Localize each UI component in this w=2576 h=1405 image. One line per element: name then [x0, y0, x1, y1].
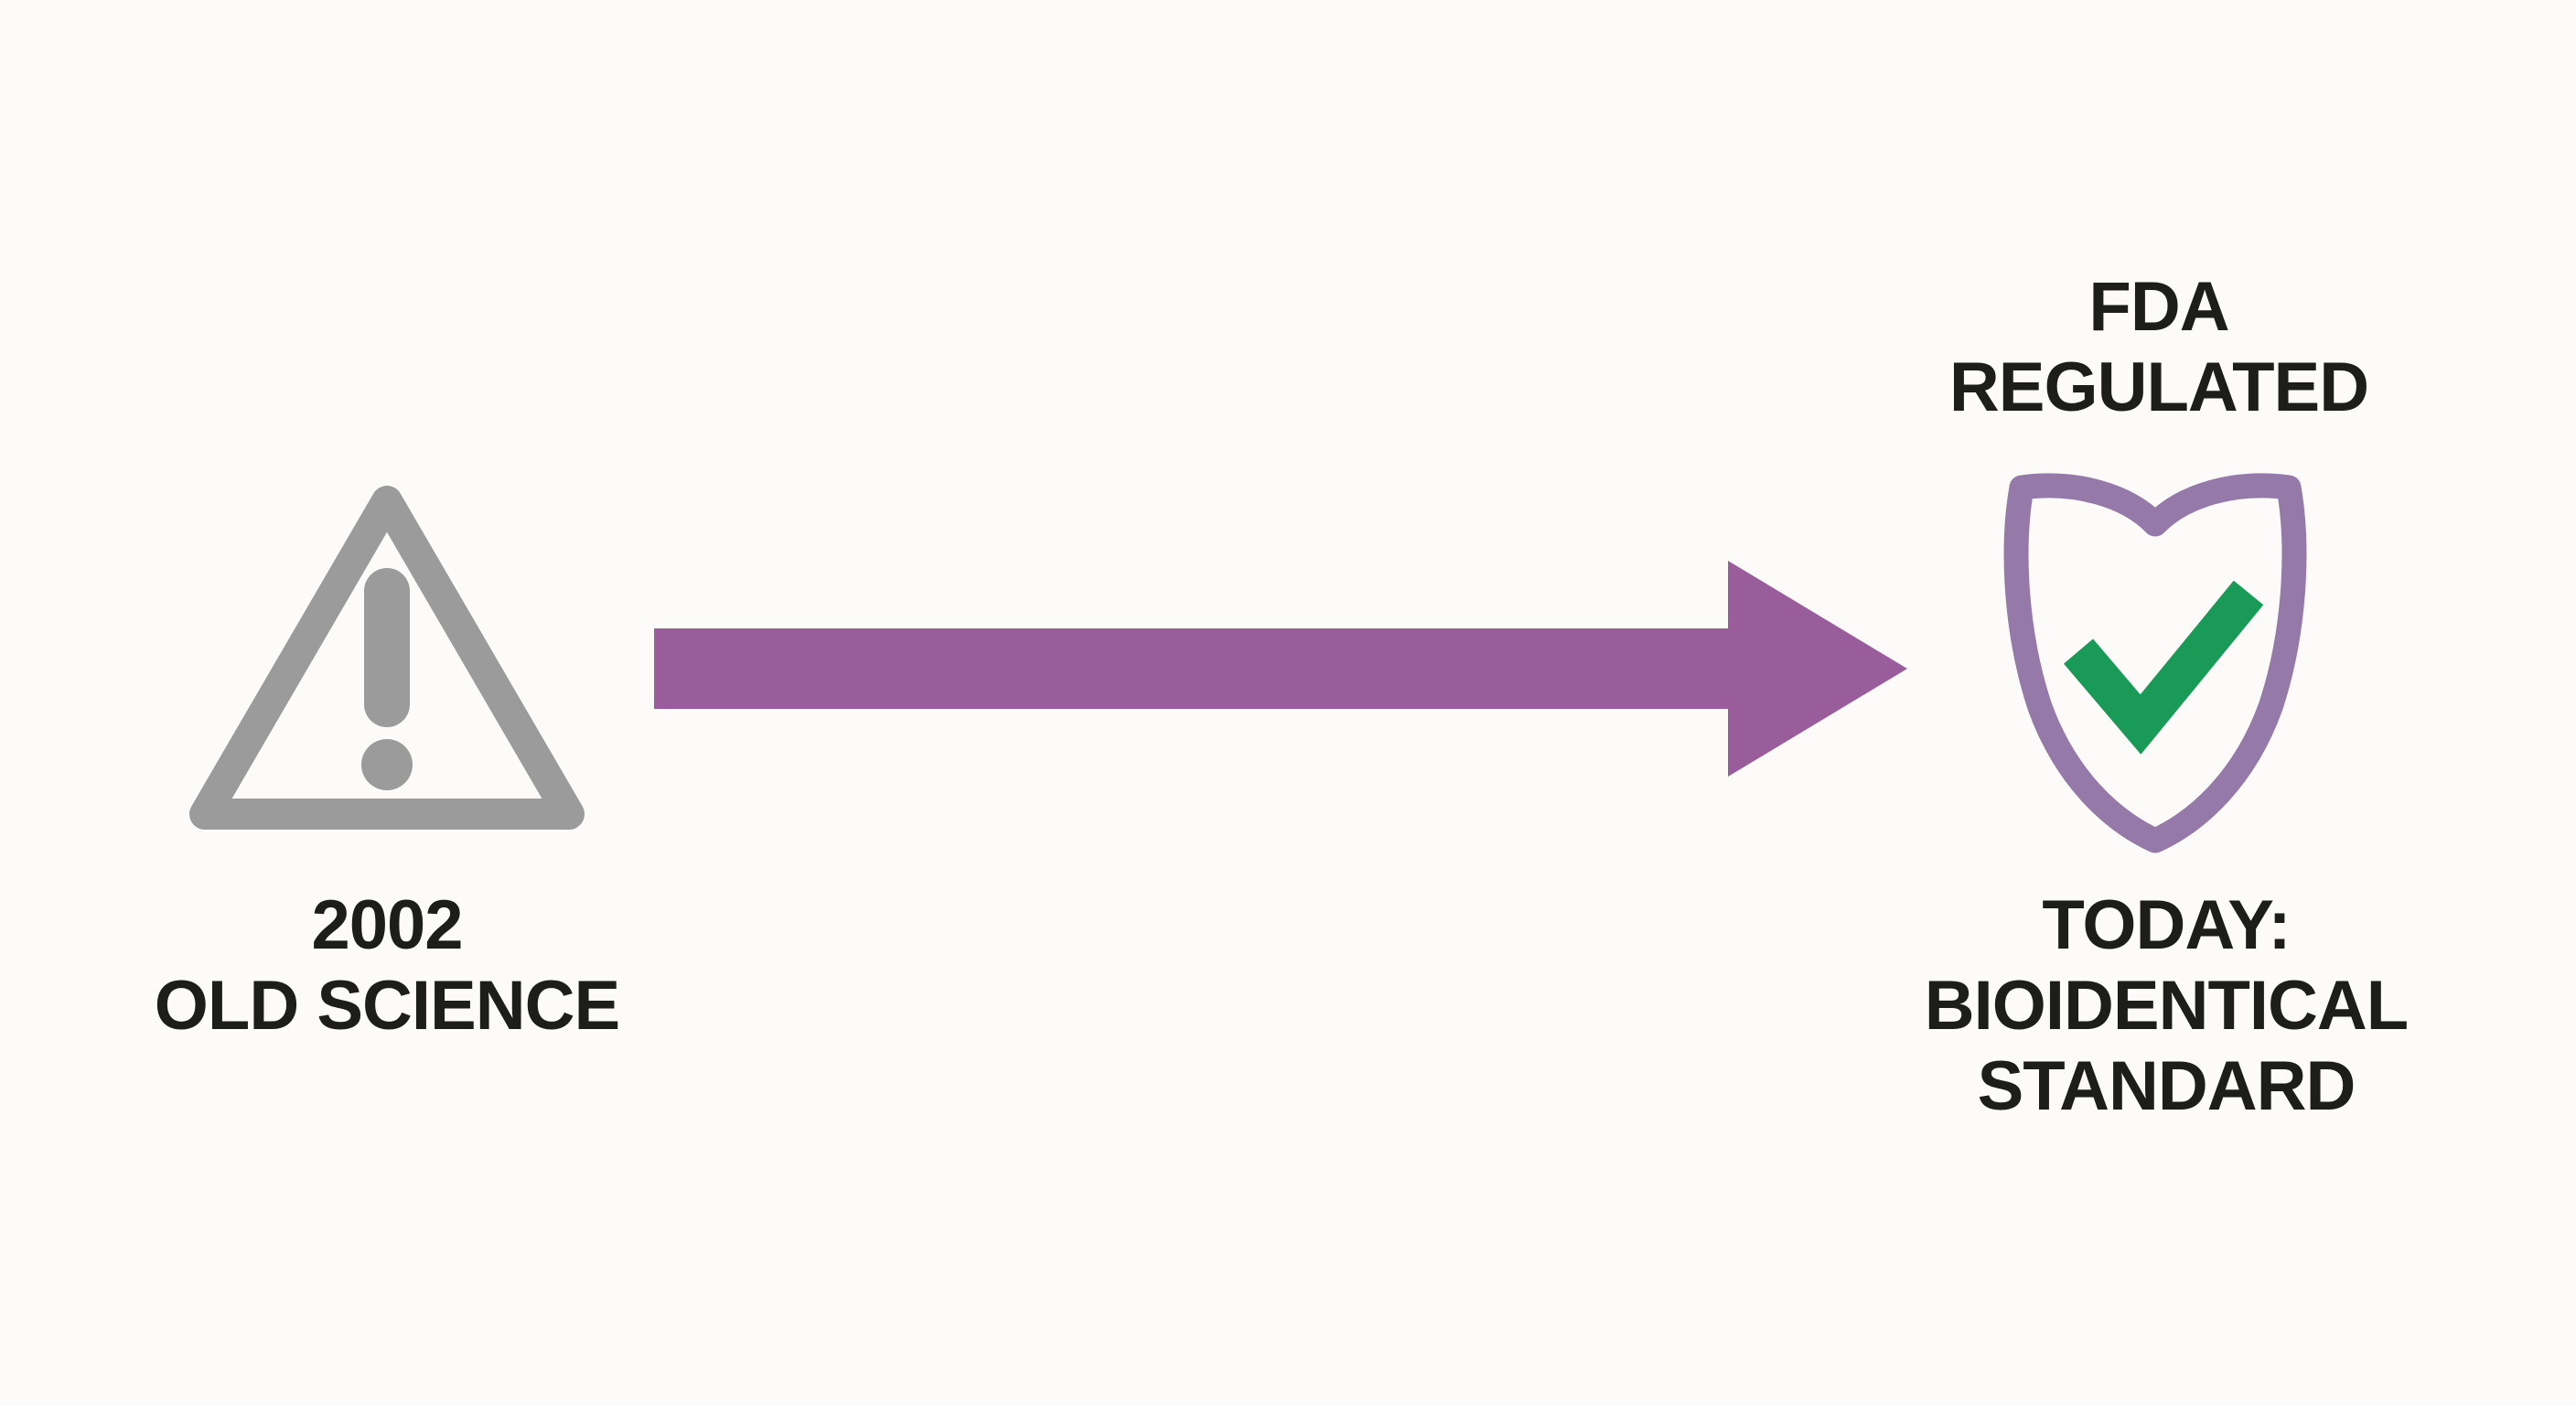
- exclamation-dot: [361, 739, 413, 790]
- left-caption-year: 2002: [311, 886, 463, 964]
- left-caption-label: OLD SCIENCE: [154, 967, 620, 1045]
- left-caption: 2002 OLD SCIENCE: [154, 885, 620, 1046]
- right-arrow-icon: [654, 561, 1907, 777]
- warning-triangle-icon: [189, 486, 585, 830]
- checkmark: [2063, 580, 2264, 755]
- today-label-line3: STANDARD: [1977, 1047, 2356, 1125]
- today-label-line2: BIOIDENTICAL: [1924, 967, 2409, 1045]
- today-label-line1: TODAY:: [2042, 886, 2291, 964]
- fda-label-line1: FDA: [2088, 268, 2229, 346]
- warning-triangle-outline: [189, 486, 585, 830]
- right-top-caption: FDA REGULATED: [1948, 267, 2369, 428]
- fda-label-line2: REGULATED: [1948, 349, 2369, 426]
- right-bottom-caption: TODAY: BIOIDENTICAL STANDARD: [1924, 885, 2409, 1127]
- shield-outline: [2003, 473, 2307, 853]
- shield-check-icon: [2003, 473, 2307, 853]
- right-arrow-shape: [654, 561, 1907, 777]
